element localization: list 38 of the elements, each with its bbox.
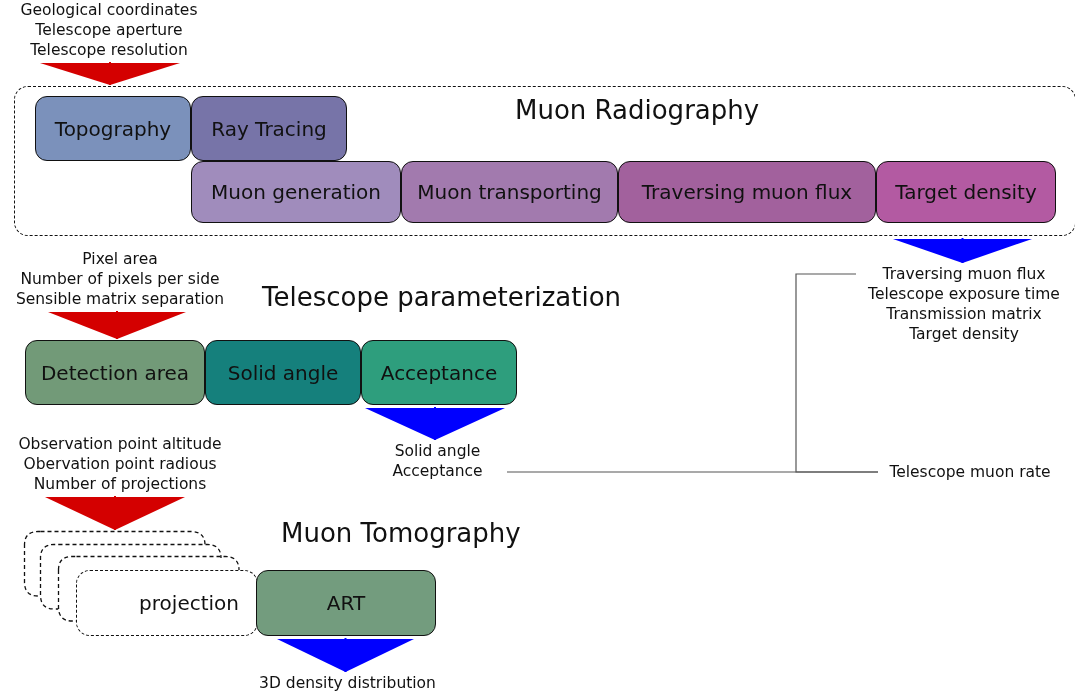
parameter-text: Observation point altitude (18, 435, 222, 453)
parameter-text: Solid angle (394, 442, 481, 460)
parameter-text: 3D density distribution (259, 674, 436, 692)
chevron-arrow (40, 61, 180, 86)
chevron-arrow (45, 495, 185, 531)
process-box: Topography (35, 96, 191, 161)
process-box: Target density (876, 161, 1056, 223)
parameter-text: Number of pixels per side (20, 270, 220, 288)
parameter-text: Geological coordinates (20, 1, 198, 19)
parameter-text: Traversing muon flux (882, 265, 1046, 283)
group-title: Muon Radiography (515, 95, 760, 125)
connector-line (506, 471, 879, 473)
process-box: Muon transporting (401, 161, 618, 223)
chevron-arrow (893, 237, 1032, 264)
parameter-text: Telescope resolution (30, 41, 188, 59)
parameter-text: Obervation point radious (23, 455, 217, 473)
process-box: Muon generation (191, 161, 401, 223)
parameter-text: Telescope exposure time (868, 285, 1060, 303)
parameter-text: Pixel area (82, 250, 158, 268)
process-box: ART (256, 570, 436, 636)
process-box: Traversing muon flux (618, 161, 876, 223)
process-box: Detection area (25, 340, 205, 405)
process-box: Solid angle (205, 340, 361, 405)
process-box: Acceptance (361, 340, 517, 405)
parameter-text: Sensible matrix separation (15, 290, 225, 308)
section-title: Telescope parameterization (262, 282, 622, 312)
section-title: Muon Tomography (281, 518, 521, 548)
parameter-text: Acceptance (392, 462, 483, 480)
parameter-text: Telescope aperture (35, 21, 183, 39)
parameter-text: Transmission matrix (886, 305, 1042, 323)
chevron-arrow (365, 406, 505, 441)
parameter-text: Target density (909, 325, 1019, 343)
chevron-arrow (277, 637, 414, 673)
chevron-arrow (48, 310, 186, 340)
projection-card: projection (76, 570, 258, 636)
parameter-text: Number of projections (33, 475, 207, 493)
process-box: Ray Tracing (191, 96, 347, 161)
parameter-text: Telescope muon rate (889, 463, 1051, 481)
